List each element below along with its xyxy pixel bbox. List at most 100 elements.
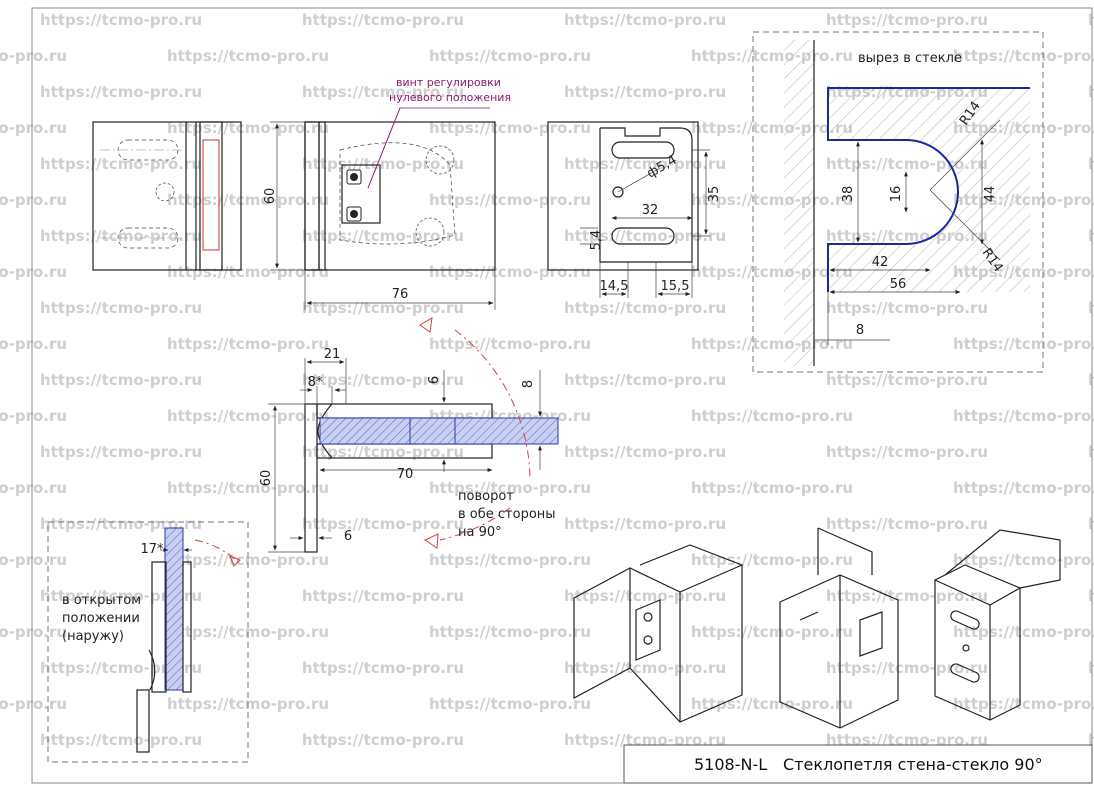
watermark-text: https://tcmo-pro.ru [564,83,726,101]
watermark-text: https://tcmo-pro.ru [564,11,726,29]
dim-cut-56: 56 [890,277,907,292]
watermark-text: https://tcmo-pro.ru [302,371,464,389]
dim-slot-spacing: 35 [707,186,722,203]
watermark-text: https://tcmo-pro.ru [429,191,591,209]
front-view [92,121,242,271]
watermark-text: https://tcmo-pro.ru [1088,443,1094,461]
dim-front-height: 60 [263,188,278,205]
watermark-text: https://tcmo-pro.ru [40,11,202,29]
dim-open-17: 17* [140,542,164,557]
watermark-text: https://tcmo-pro.ru [564,587,726,605]
watermark-text: https://tcmo-pro.ru [564,371,726,389]
watermark-text: https://tcmo-pro.ru [564,443,726,461]
watermark-text: https://tcmo-pro.ru [953,47,1094,65]
watermark-text: https://tcmo-pro.ru [691,335,853,353]
dim-cut-44: 44 [983,186,998,203]
rotation-note-2: в обе стороны [458,507,556,522]
watermark-text: https://tcmo-pro.ru [167,263,329,281]
open-note-3: (наружу) [62,629,124,644]
watermark-text: https://tcmo-pro.ru [0,695,67,713]
watermark-text: https://tcmo-pro.ru [691,695,853,713]
watermark-text: https://tcmo-pro.ru [0,191,67,209]
watermark-text: https://tcmo-pro.ru [40,587,202,605]
watermark-text: https://tcmo-pro.ru [40,731,202,749]
open-position-detail [47,521,249,763]
watermark-text: https://tcmo-pro.ru [40,371,202,389]
watermark-text: https://tcmo-pro.ru [953,479,1094,497]
watermark-text: https://tcmo-pro.ru [40,515,202,533]
watermark-text: https://tcmo-pro.ru [0,47,67,65]
sheet-frame [31,7,1093,784]
watermark-text: https://tcmo-pro.ru [826,587,988,605]
watermark-text: https://tcmo-pro.ru [429,623,591,641]
watermark-text: https://tcmo-pro.ru [302,659,464,677]
cutout-title: вырез в стекле [858,51,962,66]
watermark-text: https://tcmo-pro.ru [564,227,726,245]
watermark-text: https://tcmo-pro.ru [953,623,1094,641]
dim-cut-8: 8 [856,323,864,338]
watermark-text: https://tcmo-pro.ru [167,551,329,569]
watermark-text: https://tcmo-pro.ru [826,443,988,461]
watermark-text: https://tcmo-pro.ru [564,299,726,317]
watermark-text: https://tcmo-pro.ru [302,11,464,29]
watermark-text: https://tcmo-pro.ru [302,443,464,461]
watermark-text: https://tcmo-pro.ru [0,263,67,281]
watermark-text: https://tcmo-pro.ru [1088,11,1094,29]
watermark-text: https://tcmo-pro.ru [429,47,591,65]
callout-line2: нулевого положения [389,91,511,104]
watermark-text: https://tcmo-pro.ru [0,119,67,137]
watermark-text: https://tcmo-pro.ru [167,119,329,137]
watermark-text: https://tcmo-pro.ru [564,515,726,533]
watermark-layer: https://tcmo-pro.ru https://tcmo-pro.ru ht… [0,11,1094,749]
glass-cutout-detail [752,31,1044,373]
watermark-text: https://tcmo-pro.ru [429,263,591,281]
watermark-text: https://tcmo-pro.ru [302,155,464,173]
watermark-text: https://tcmo-pro.ru [1088,731,1094,749]
watermark-text: https://tcmo-pro.ru [0,479,67,497]
watermark-text: https://tcmo-pro.ru [691,407,853,425]
watermark-text: https://tcmo-pro.ru [40,443,202,461]
watermark-text: https://tcmo-pro.ru [1088,83,1094,101]
watermark-text: https://tcmo-pro.ru [0,623,67,641]
watermark-text: https://tcmo-pro.ru [826,11,988,29]
watermark-text: https://tcmo-pro.ru [826,371,988,389]
dim-side-70: 70 [397,467,414,482]
dim-slot-len: 32 [642,203,659,218]
watermark-text: https://tcmo-pro.ru [40,659,202,677]
watermark-text: https://tcmo-pro.ru [1088,155,1094,173]
back-view [547,121,710,298]
watermark-text: https://tcmo-pro.ru [302,299,464,317]
watermark-text: https://tcmo-pro.ru [302,515,464,533]
title-block [623,744,1093,784]
dim-cut-42: 42 [872,255,889,270]
dim-cut-38: 38 [841,186,856,203]
watermark-text: https://tcmo-pro.ru [0,407,67,425]
watermark-text: https://tcmo-pro.ru [564,659,726,677]
watermark-text: https://tcmo-pro.ru [429,335,591,353]
isometric-view-1 [573,544,743,723]
watermark-text: https://tcmo-pro.ru [40,227,202,245]
dim-offset-b: 15,5 [661,279,690,294]
watermark-text: https://tcmo-pro.ru [1088,587,1094,605]
middle-view [270,107,496,310]
watermark-text: https://tcmo-pro.ru [429,119,591,137]
watermark-text: https://tcmo-pro.ru [429,551,591,569]
dim-front-width: 76 [392,287,409,302]
isometric-view-2 [779,527,899,729]
dim-slot-width: 5,4 [589,230,604,251]
dim-side-8-glass: 8 [521,380,536,388]
open-note-1: в открытом [62,593,141,608]
dim-side-6-bottom: 6 [344,529,352,544]
dim-side-8star: 8* [308,375,323,390]
watermark-text: https://tcmo-pro.ru [691,479,853,497]
watermark-text: https://tcmo-pro.ru [1088,299,1094,317]
title-code: 5108-N-L [694,755,767,774]
watermark-text: https://tcmo-pro.ru [302,587,464,605]
open-note-2: положении [62,611,140,626]
watermark-text: https://tcmo-pro.ru [691,623,853,641]
watermark-text: https://tcmo-pro.ru [0,551,67,569]
watermark-text: https://tcmo-pro.ru [564,155,726,173]
watermark-text: https://tcmo-pro.ru [167,335,329,353]
watermark-text: https://tcmo-pro.ru [167,47,329,65]
